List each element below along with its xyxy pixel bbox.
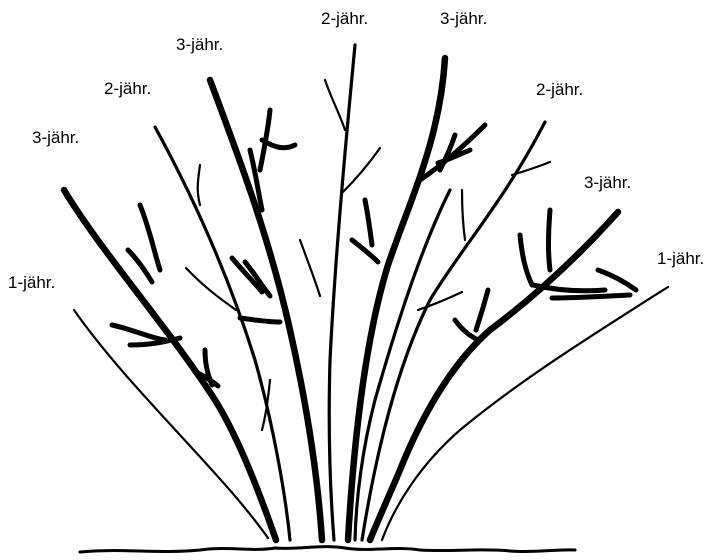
label-1-year-right: 1-jähr. — [657, 250, 704, 267]
label-2-year-center: 2-jähr. — [321, 10, 368, 27]
label-3-year-left: 3-jähr. — [32, 129, 79, 146]
label-2-year-left: 2-jähr. — [104, 80, 151, 97]
label-1-year-left: 1-jähr. — [8, 274, 55, 291]
ground-line — [80, 547, 575, 552]
label-3-year-center-right: 3-jähr. — [440, 10, 487, 27]
shoot-2-year-left — [155, 127, 290, 540]
label-3-year-center-left: 3-jähr. — [176, 36, 223, 53]
shoot-3-year-left — [64, 190, 276, 540]
label-3-year-right: 3-jähr. — [584, 174, 631, 191]
shoot-3-year-right — [370, 210, 636, 540]
shoot-3-year-center-left — [210, 80, 322, 540]
label-2-year-right: 2-jähr. — [536, 81, 583, 98]
shoot-2-year-right — [362, 122, 550, 540]
shoot-3-year-center-right — [348, 58, 485, 540]
shoot-1-year-left — [74, 310, 268, 538]
